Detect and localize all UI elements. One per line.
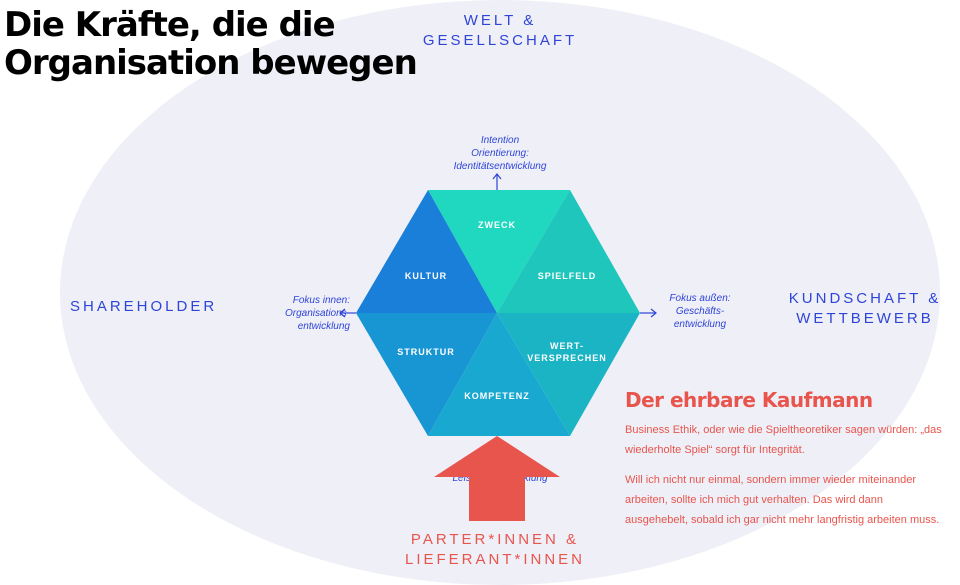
fokus-top-line3: Identitätsentwicklung: [453, 161, 547, 172]
segment-wertversprechen-line2: VERSPRECHEN: [527, 353, 607, 363]
partner-arrow-icon: [434, 436, 560, 521]
stakeholder-world-line1: WELT &: [463, 12, 537, 29]
segment-kultur-label: KULTUR: [404, 271, 448, 281]
segment-kompetenz-label: KOMPETENZ: [464, 391, 530, 401]
segment-wertversprechen-line1: WERT-: [550, 341, 584, 351]
segment-wertversprechen-label: WERT- VERSPRECHEN: [512, 340, 622, 364]
fokus-top-line2: Orientierung:: [471, 148, 529, 159]
fokus-right-label: Fokus außen: Geschäfts- entwicklung: [660, 292, 740, 331]
title-line-2: Organisation bewegen: [4, 43, 418, 83]
stakeholder-world: WELT & GESELLSCHAFT: [400, 11, 600, 51]
stakeholder-partner-line1: PARTER*INNEN &: [410, 531, 580, 548]
fokus-left-line1: Fokus innen:: [292, 295, 350, 306]
box-title: Der ehrbare Kaufmann: [625, 388, 873, 412]
page-title: Die Kräfte, die die Organisation bewegen: [4, 5, 418, 83]
stakeholder-partner: PARTER*INNEN & LIEFERANT*INNEN: [390, 530, 600, 570]
segment-struktur-shape: [356, 313, 497, 436]
title-line-1: Die Kräfte, die die: [4, 5, 336, 45]
stakeholder-partner-line2: LIEFERANT*INNEN: [404, 551, 586, 568]
fokus-left-line3: entwicklung: [297, 321, 350, 332]
stakeholder-customer: KUNDSCHAFT & WETTBEWERB: [785, 289, 945, 329]
segment-kultur-shape: [356, 190, 497, 313]
stakeholder-customer-line1: KUNDSCHAFT &: [788, 290, 942, 307]
box-paragraph-2: Will ich nicht nur einmal, sondern immer…: [625, 474, 940, 526]
ehrbarer-kaufmann-box: Der ehrbare Kaufmann Business Ethik, ode…: [625, 388, 945, 540]
segment-spielfeld-shape: [497, 190, 640, 313]
fokus-top-line1: Intention: [480, 135, 520, 146]
fokus-left-label: Fokus innen: Organisations- entwicklung: [250, 294, 350, 333]
segment-zweck-shape: [428, 190, 570, 313]
segment-kompetenz-shape: [428, 313, 570, 436]
segment-spielfeld-label: SPIELFELD: [537, 271, 597, 281]
segment-wertversprechen-shape: [497, 313, 640, 436]
box-paragraph-1: Business Ethik, oder wie die Spieltheore…: [625, 424, 942, 456]
fokus-left-line2: Organisations-: [284, 308, 350, 319]
fokus-right-line3: entwicklung: [673, 319, 727, 330]
segment-struktur-label: STRUKTUR: [397, 347, 455, 357]
arrow-right-head: [650, 308, 657, 318]
fokus-right-line2: Geschäfts-: [675, 306, 725, 317]
fokus-top-label: Intention Orientierung: Identitätsentwic…: [440, 134, 560, 173]
stakeholder-world-line2: GESELLSCHAFT: [422, 32, 578, 49]
stakeholder-customer-line2: WETTBEWERB: [796, 310, 934, 327]
arrow-up-head: [492, 173, 502, 180]
fokus-right-line1: Fokus außen:: [669, 293, 731, 304]
arrow-left-head: [339, 308, 346, 318]
segment-zweck-label: ZWECK: [478, 220, 516, 230]
stakeholder-shareholder: SHAREHOLDER: [70, 298, 218, 315]
